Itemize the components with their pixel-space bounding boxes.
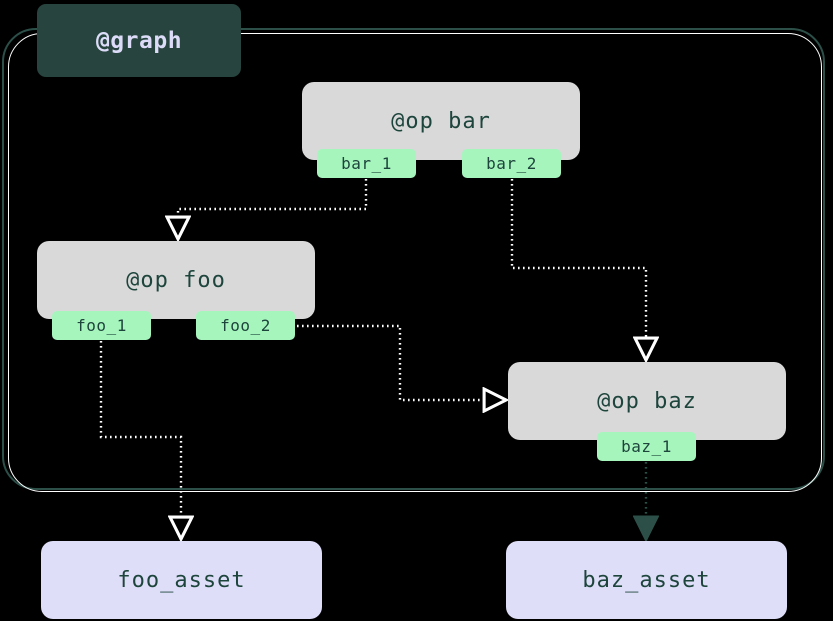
op-node-title: @op foo <box>126 267 226 293</box>
op-node-title: @op bar <box>391 108 491 134</box>
op-node-baz[interactable]: @op baz <box>508 362 786 440</box>
op-node-title: @op baz <box>597 388 697 414</box>
output-port-baz_1[interactable]: baz_1 <box>597 432 696 461</box>
asset-node-baz_asset[interactable]: baz_asset <box>506 541 787 619</box>
cluster-label-graph[interactable]: @graph <box>37 4 241 77</box>
output-port-bar_1[interactable]: bar_1 <box>317 149 416 178</box>
cluster-label-text: @graph <box>95 27 183 54</box>
cluster-border-outer <box>2 28 825 490</box>
asset-node-title: baz_asset <box>582 567 711 593</box>
output-port-bar_2[interactable]: bar_2 <box>462 149 561 178</box>
output-port-foo_1[interactable]: foo_1 <box>52 311 151 340</box>
op-node-foo[interactable]: @op foo <box>37 241 315 319</box>
output-port-foo_2[interactable]: foo_2 <box>196 311 295 340</box>
cluster-border-inner <box>8 33 822 492</box>
asset-node-title: foo_asset <box>117 567 246 593</box>
op-node-bar[interactable]: @op bar <box>302 82 580 160</box>
asset-node-foo_asset[interactable]: foo_asset <box>41 541 322 619</box>
